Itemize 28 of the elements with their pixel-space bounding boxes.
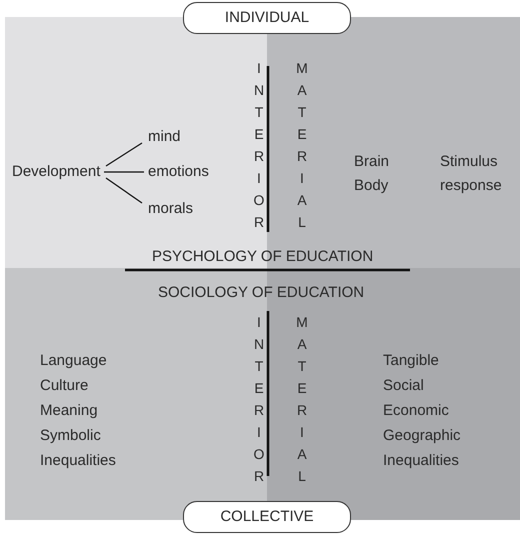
rounded-label-box: COLLECTIVE xyxy=(183,501,351,533)
text-label: SOCIOLOGY OF EDUCATION xyxy=(158,283,364,303)
vertical-label: MATERIAL xyxy=(294,60,310,236)
rounded-label-box: INDIVIDUAL xyxy=(183,2,351,34)
text-label: Social xyxy=(383,376,424,396)
text-label: PSYCHOLOGY OF EDUCATION xyxy=(152,247,374,267)
text-label: Economic xyxy=(383,401,449,421)
connector-line xyxy=(104,171,144,173)
text-label: Meaning xyxy=(40,401,98,421)
text-label: Culture xyxy=(40,376,88,396)
vertical-label: INTERIOR xyxy=(251,60,267,236)
connector-line xyxy=(106,142,142,166)
text-label: Inequalities xyxy=(383,451,459,471)
text-label: Tangible xyxy=(383,351,439,371)
text-label: Language xyxy=(40,351,107,371)
connector-line xyxy=(106,178,142,204)
text-label: Brain xyxy=(354,152,390,172)
text-label: Stimulus response xyxy=(440,152,503,196)
node-text: emotions xyxy=(148,160,209,184)
node-text: Development xyxy=(12,160,100,184)
vertical-label: MATERIAL xyxy=(294,314,310,490)
vertical-label: INTERIOR xyxy=(251,314,267,490)
text-label: Body xyxy=(354,176,388,196)
text-label: Geographic xyxy=(383,426,461,446)
node-text: morals xyxy=(148,197,194,221)
text-label: Symbolic xyxy=(40,426,101,446)
node-text: mind xyxy=(148,125,181,149)
text-label: Inequalities xyxy=(40,451,116,471)
